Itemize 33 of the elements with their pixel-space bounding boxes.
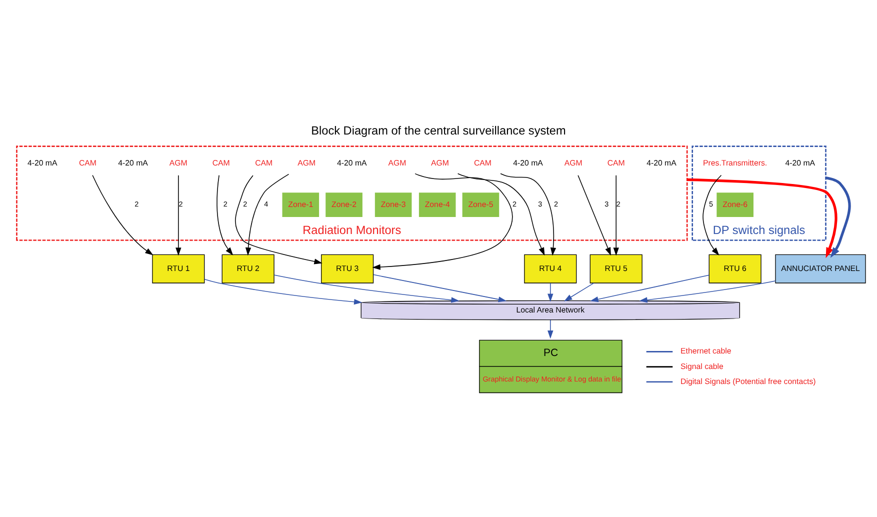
arrow <box>372 172 513 270</box>
edge-label: 5 <box>709 199 714 208</box>
edge-label: 2 <box>243 199 248 208</box>
diagram-title: Block Diagram of the central surveillance system <box>311 123 566 138</box>
arrow <box>639 280 776 302</box>
arrow <box>702 174 722 256</box>
arrow <box>590 274 710 302</box>
arrow <box>613 174 619 256</box>
arrow <box>92 174 154 255</box>
arrow <box>373 274 507 302</box>
edge-label: 2 <box>134 199 139 208</box>
edge-label: 2 <box>223 199 228 208</box>
arrow <box>457 172 545 256</box>
arrow <box>245 173 290 256</box>
arrow <box>204 278 362 304</box>
edge-label: 3 <box>538 199 542 208</box>
edge-label: 2 <box>512 199 517 208</box>
edge-label: 2 <box>178 199 183 208</box>
arrow <box>274 274 460 302</box>
arrow <box>578 174 611 256</box>
edge-label: 2 <box>554 199 558 208</box>
edge-label: 3 <box>604 199 609 208</box>
arrow <box>500 172 556 256</box>
edge-label: 2 <box>616 199 620 208</box>
arrow <box>216 174 234 255</box>
arrow <box>548 282 554 302</box>
arrow <box>548 319 554 338</box>
edge-label: 4 <box>264 199 268 208</box>
arrow <box>235 174 322 264</box>
arrow <box>564 282 594 301</box>
arrow <box>176 174 182 256</box>
arrow <box>826 176 851 258</box>
arrow <box>687 178 838 258</box>
